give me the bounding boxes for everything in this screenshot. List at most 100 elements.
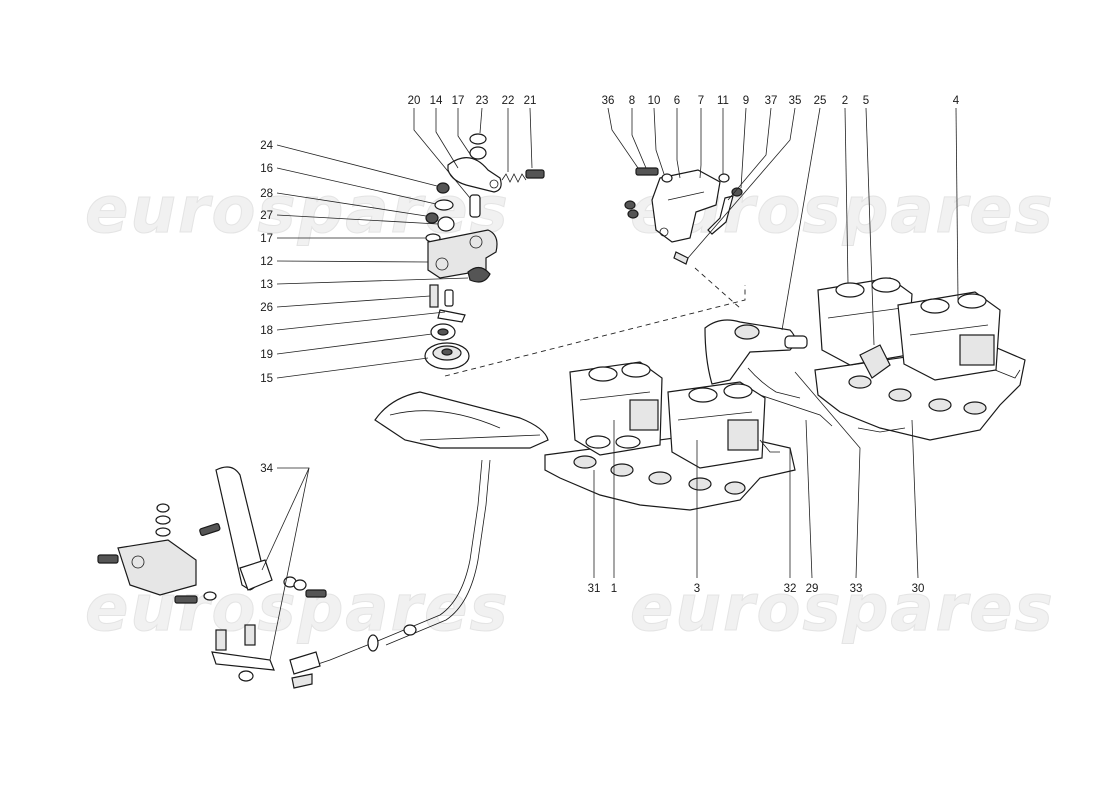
manifold-port-5: [724, 481, 746, 495]
manifold-port-2: [610, 463, 634, 477]
right-carburettor-bank: [814, 277, 1026, 441]
leader-12: [276, 260, 429, 263]
firewall-lower-edge: [419, 434, 541, 441]
leader-7: [699, 108, 702, 179]
pedal-bracket-hole: [131, 555, 145, 569]
ball-joint-stem: [444, 289, 454, 307]
leader-35: [687, 107, 796, 259]
assembly-dash-line-2: [694, 267, 741, 309]
callout-labels: 20 14 17 23 22 21 24 16 28 27 17 12 13 2…: [260, 95, 960, 595]
carb2-detail: [827, 307, 903, 319]
bracket-hole: [435, 257, 449, 271]
bracket-plate: [651, 169, 721, 243]
callout-16: 16: [260, 163, 273, 175]
firewall-panel: [374, 391, 549, 449]
callout-25: 25: [814, 95, 827, 107]
cable-grommet: [367, 634, 379, 652]
cable-clip: [403, 624, 417, 636]
torsion-spring: [467, 266, 491, 283]
callout-2: 2: [842, 95, 848, 107]
callout-19: 19: [260, 349, 273, 361]
throttle-bracket-assembly: [424, 133, 545, 370]
pedal-stud-b: [244, 624, 256, 646]
bracket-hole-a: [659, 227, 669, 237]
stud-part: [429, 284, 439, 308]
leader-15: [276, 357, 429, 379]
callout-12: 12: [260, 256, 273, 268]
manifold-r-port-3: [928, 398, 952, 412]
leader-5: [865, 107, 875, 346]
callout-34: 34: [260, 463, 273, 475]
callout-32: 32: [784, 583, 797, 595]
bracket-fold: [667, 191, 705, 201]
manifold-port-4: [688, 477, 712, 491]
elbow-port: [734, 324, 760, 340]
throttle-cable: [299, 459, 483, 671]
pedal-washer-d: [293, 579, 307, 591]
carb3-throat-a: [688, 387, 718, 403]
pedal-bracket: [117, 539, 197, 596]
carb4-detail: [909, 324, 989, 336]
carb3-detail: [677, 411, 753, 421]
callout-5: 5: [863, 95, 869, 107]
nut-24: [436, 182, 450, 194]
callout-28: 28: [260, 188, 273, 200]
carb1-base-a: [585, 435, 611, 449]
leader-20: [413, 108, 471, 199]
nut-36b: [627, 209, 639, 219]
callout-8: 8: [629, 95, 635, 107]
callout-21: 21: [524, 95, 537, 107]
callout-22: 22: [502, 95, 515, 107]
firewall-edge: [389, 410, 501, 429]
pedal-bolt-c: [305, 589, 327, 598]
cable-end-fitting: [289, 651, 321, 675]
callout-4: 4: [953, 95, 960, 107]
leader-18: [276, 311, 446, 331]
leader-2: [844, 107, 849, 284]
leader-29: [805, 419, 813, 579]
pulley-core: [441, 348, 453, 356]
nut-28: [425, 212, 439, 224]
callout-6: 6: [674, 95, 680, 107]
callout-30: 30: [912, 583, 925, 595]
watermark-bottom-right: eurospares: [630, 572, 1055, 646]
accelerator-pedal-assembly: [97, 466, 327, 682]
washer-11: [718, 173, 730, 183]
callout-36: 36: [602, 95, 615, 107]
callout-27: 27: [260, 210, 273, 222]
carb1-throat-a: [588, 366, 618, 382]
pedal-washer-b: [155, 527, 171, 537]
callout-17: 17: [452, 95, 465, 107]
pedal-washer-a: [155, 515, 171, 525]
nut-part: [469, 133, 487, 145]
pedal-stud-a: [215, 629, 227, 651]
left-carburettor-bank: [544, 319, 833, 511]
leader-37: [727, 107, 772, 201]
leader-9: [740, 107, 747, 189]
callout-23: 23: [476, 95, 489, 107]
callout-26: 26: [260, 302, 273, 314]
firewall-and-cable: [289, 391, 549, 689]
carb3-linkage: [727, 419, 759, 451]
leader-27: [276, 214, 439, 225]
bearing-core: [437, 328, 449, 336]
linkage-rod-29: [759, 394, 833, 427]
leader-17a: [457, 108, 471, 155]
assembly-dash-line: [444, 285, 746, 377]
manifold-r-port-1: [848, 375, 872, 389]
leader-lines: [261, 107, 959, 661]
carb1-linkage: [629, 399, 659, 431]
pedal-bolt-b: [199, 523, 221, 537]
carb4-throat-b: [957, 293, 987, 309]
leader-13: [276, 277, 469, 285]
leader-23: [479, 107, 483, 134]
carburettor-1-body: [569, 361, 663, 456]
leader-6: [676, 108, 681, 179]
callout-33: 33: [850, 583, 863, 595]
leader-16: [276, 167, 437, 205]
pedal-nut-c: [238, 670, 254, 682]
screw-part: [525, 169, 545, 179]
carb-linkage-bracket: [624, 167, 743, 265]
callout-7: 7: [698, 95, 704, 107]
callout-20: 20: [408, 95, 421, 107]
